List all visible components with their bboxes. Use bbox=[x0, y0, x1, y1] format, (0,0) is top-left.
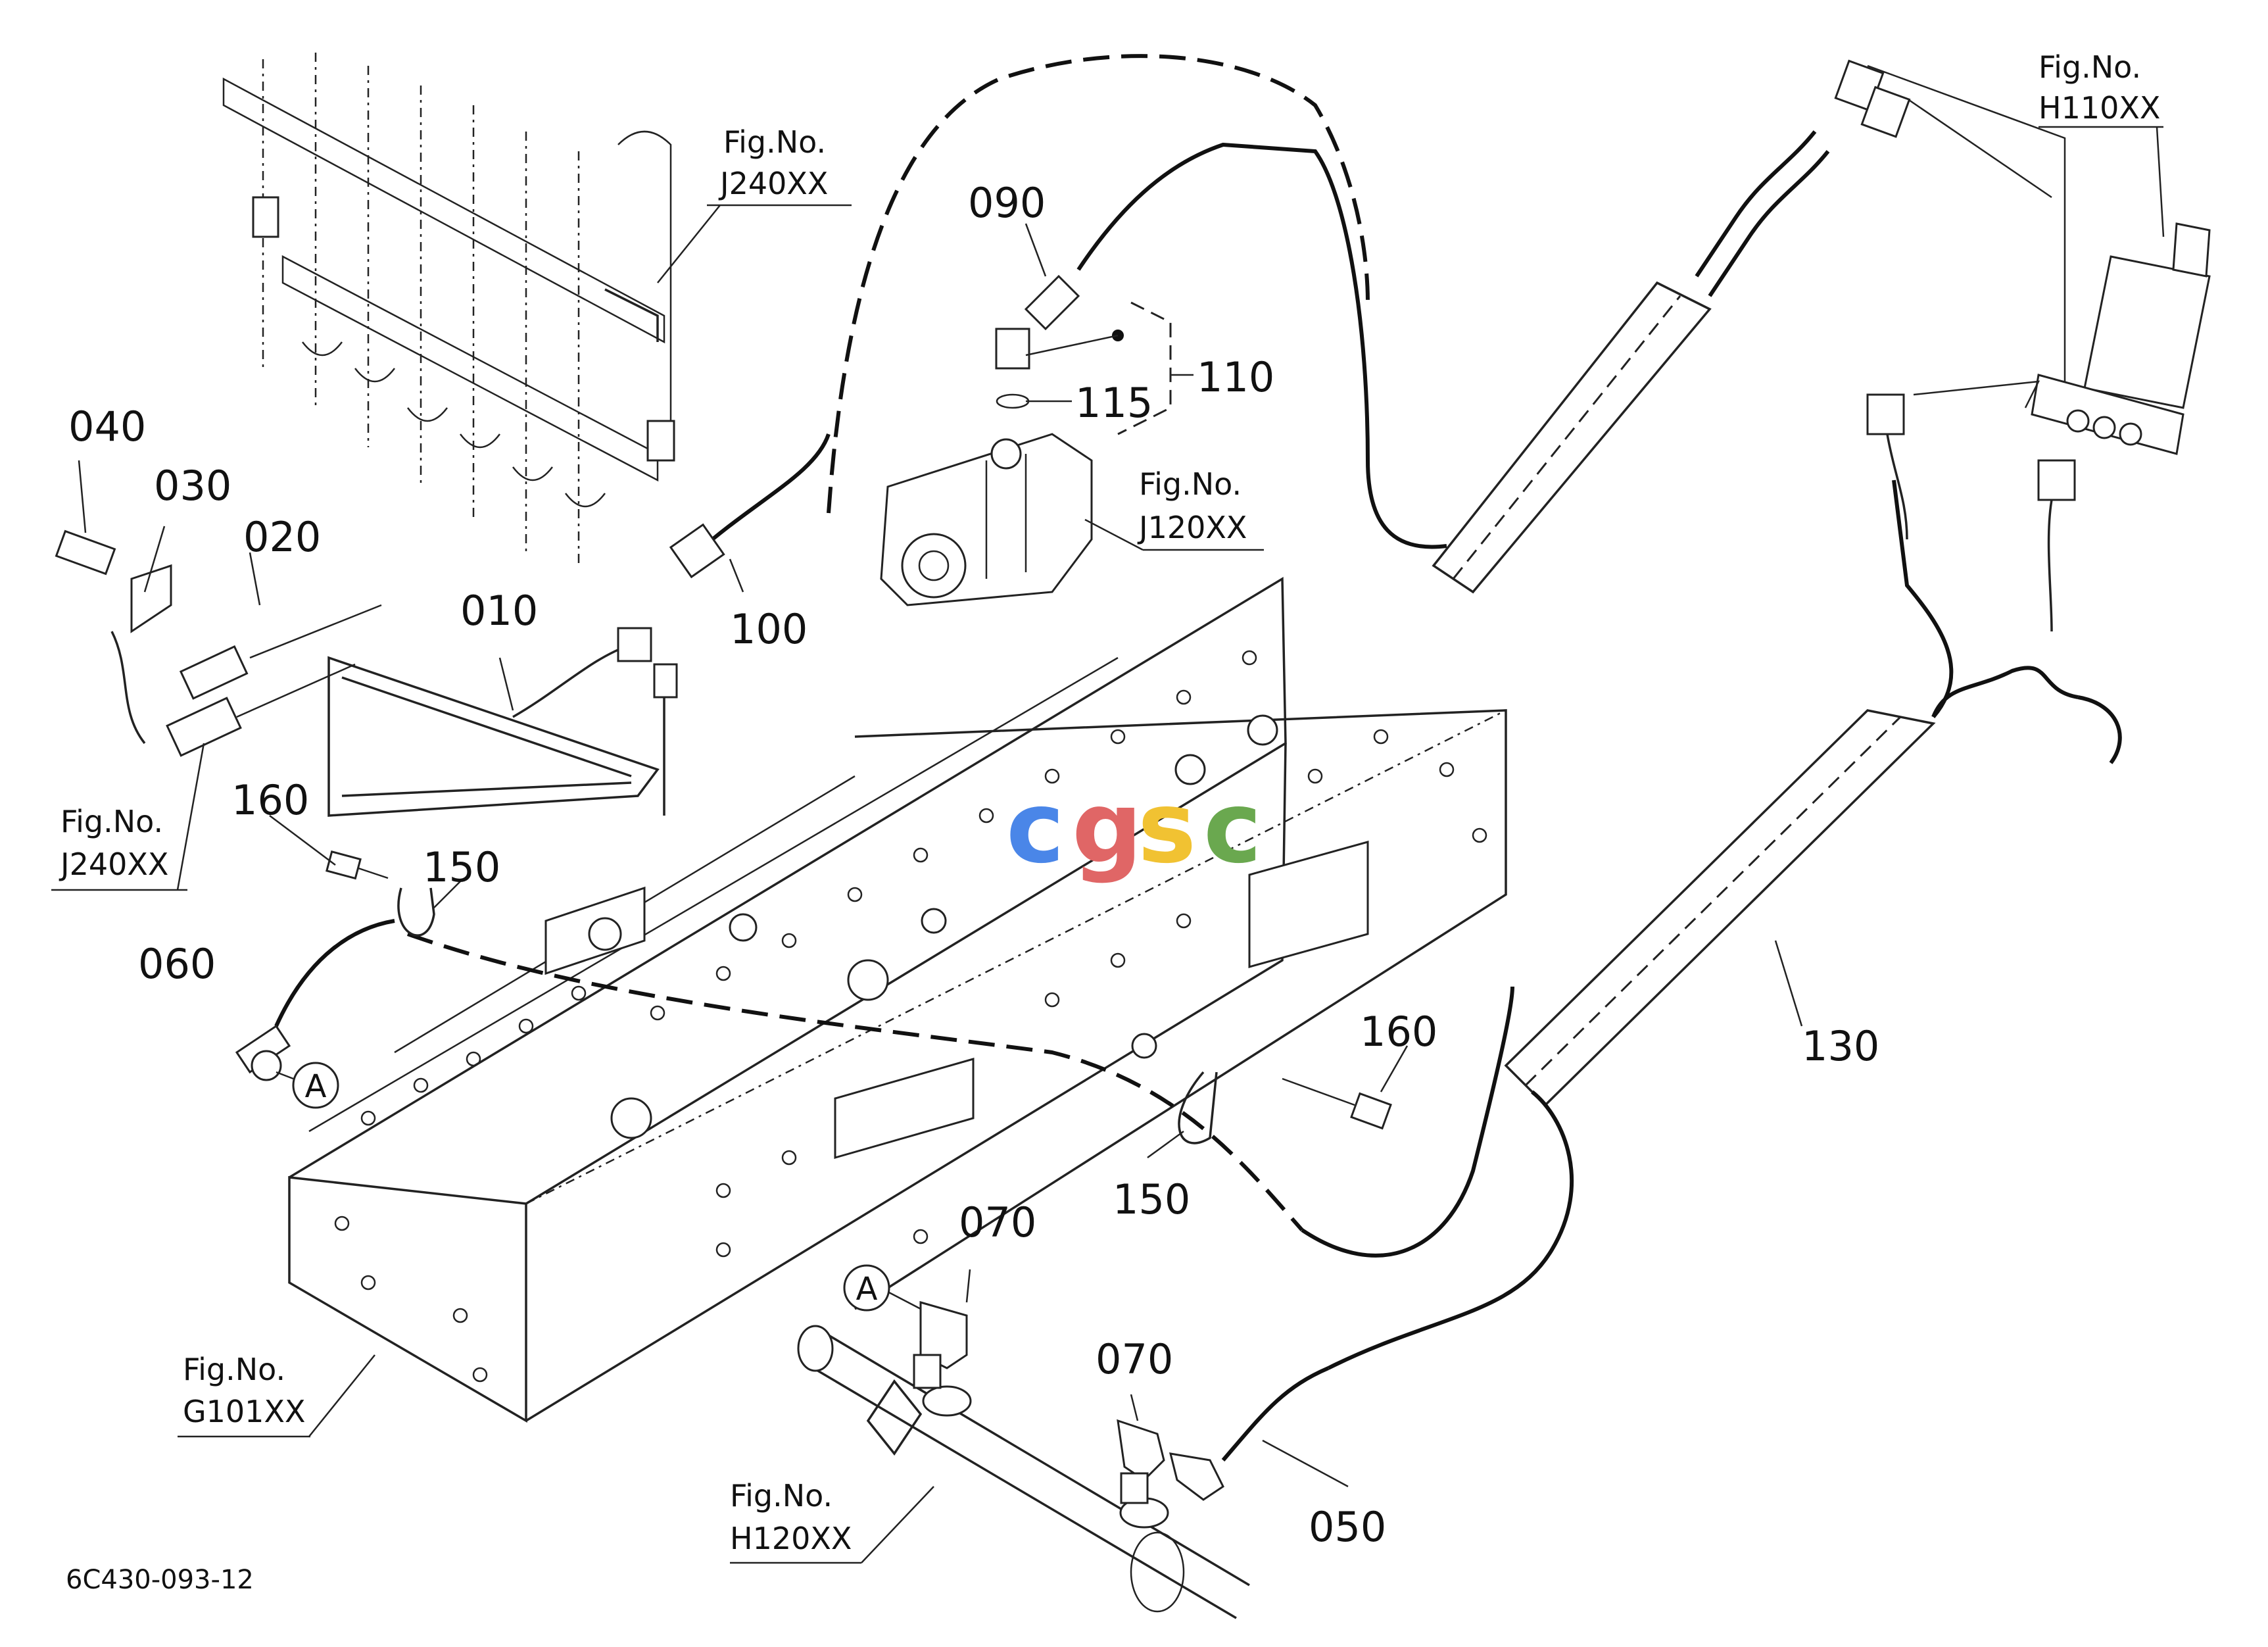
callout-110: 110 bbox=[1197, 353, 1274, 401]
cylinder-tube-bottom bbox=[797, 1325, 1250, 1619]
callout-100: 100 bbox=[730, 605, 808, 653]
fig-ref-j240-top: Fig.No. J240XX bbox=[718, 124, 828, 201]
fig-ref-j120: Fig.No. J120XX bbox=[1137, 466, 1247, 545]
watermark-logo: c g s c bbox=[1006, 771, 1262, 885]
marker-a-upper: A bbox=[276, 1062, 339, 1109]
bolt-160-right bbox=[1131, 1033, 1392, 1130]
callout-labels: 040 030 020 010 100 090 115 110 160 150 … bbox=[68, 179, 1879, 1551]
left-fittings bbox=[55, 529, 382, 757]
fig-ref-h120: Fig.No. H120XX bbox=[730, 1478, 852, 1556]
elbow-070-upper bbox=[913, 1301, 968, 1389]
fig-ref-h110-label: Fig.No. bbox=[2039, 49, 2141, 85]
callout-070-upper: 070 bbox=[959, 1198, 1036, 1246]
fig-ref-j120-label: Fig.No. bbox=[1139, 466, 1242, 502]
drawing-code: 6C430-093-12 bbox=[66, 1565, 254, 1595]
bolt-160-left bbox=[326, 850, 389, 880]
callout-150-right: 150 bbox=[1113, 1175, 1190, 1223]
watermark-letter-4: c bbox=[1203, 771, 1262, 885]
callout-020: 020 bbox=[243, 513, 321, 561]
pump-elbow-fitting bbox=[995, 274, 1194, 435]
leader-lines bbox=[51, 126, 2165, 1564]
fig-ref-j120-code: J120XX bbox=[1137, 510, 1247, 545]
fig-ref-j240-left-label: Fig.No. bbox=[60, 804, 163, 839]
callout-090: 090 bbox=[968, 179, 1046, 227]
fig-ref-g101-code: G101XX bbox=[183, 1394, 305, 1429]
fig-ref-h110-code: H110XX bbox=[2039, 90, 2160, 126]
watermark-letter-2: g bbox=[1072, 771, 1142, 885]
chassis-frame bbox=[288, 576, 1507, 1423]
hose-050 bbox=[1169, 1090, 1574, 1501]
marker-a-upper-label: A bbox=[305, 1068, 327, 1105]
callout-150-left: 150 bbox=[423, 843, 500, 891]
marker-a-lower-label: A bbox=[856, 1271, 878, 1308]
callout-050: 050 bbox=[1309, 1503, 1386, 1551]
callout-160-right: 160 bbox=[1360, 1008, 1437, 1056]
fig-ref-j240-top-code: J240XX bbox=[718, 166, 828, 201]
fig-ref-h120-label: Fig.No. bbox=[730, 1478, 832, 1513]
fig-ref-j240-top-label: Fig.No. bbox=[723, 124, 826, 160]
fig-ref-h120-code: H120XX bbox=[730, 1521, 852, 1556]
callout-040: 040 bbox=[68, 403, 146, 451]
steering-unit bbox=[1834, 59, 2211, 632]
fig-ref-j240-left: Fig.No. J240XX bbox=[59, 804, 168, 882]
callout-060: 060 bbox=[138, 940, 216, 988]
hose-090 bbox=[827, 54, 1447, 549]
oil-cooler-radiator bbox=[222, 53, 675, 566]
fig-ref-h110: Fig.No. H110XX bbox=[2039, 49, 2160, 126]
marker-a-lower: A bbox=[843, 1264, 921, 1312]
callout-115: 115 bbox=[1075, 379, 1153, 427]
clip-150-right bbox=[1178, 1071, 1218, 1144]
hose-100 bbox=[669, 433, 831, 579]
fig-ref-g101: Fig.No. G101XX bbox=[183, 1352, 305, 1429]
fig-ref-j240-left-code: J240XX bbox=[59, 847, 168, 882]
fig-ref-g101-label: Fig.No. bbox=[183, 1352, 285, 1387]
clip-150-left bbox=[397, 887, 435, 937]
callout-130: 130 bbox=[1802, 1022, 1879, 1070]
callout-070-lower: 070 bbox=[1096, 1335, 1173, 1383]
hose-060 bbox=[235, 919, 1514, 1258]
hose-130 bbox=[1432, 130, 2122, 1107]
frame-holes bbox=[334, 650, 1487, 1383]
elbow-070-lower bbox=[1117, 1419, 1165, 1504]
watermark-letter-3: s bbox=[1138, 771, 1196, 885]
callout-010: 010 bbox=[460, 587, 538, 635]
steel-pipe-010 bbox=[327, 627, 678, 817]
callout-160-left: 160 bbox=[231, 776, 309, 824]
callout-030: 030 bbox=[154, 462, 231, 510]
watermark-letter-1: c bbox=[1006, 771, 1065, 885]
hydraulic-pump bbox=[880, 433, 1093, 606]
